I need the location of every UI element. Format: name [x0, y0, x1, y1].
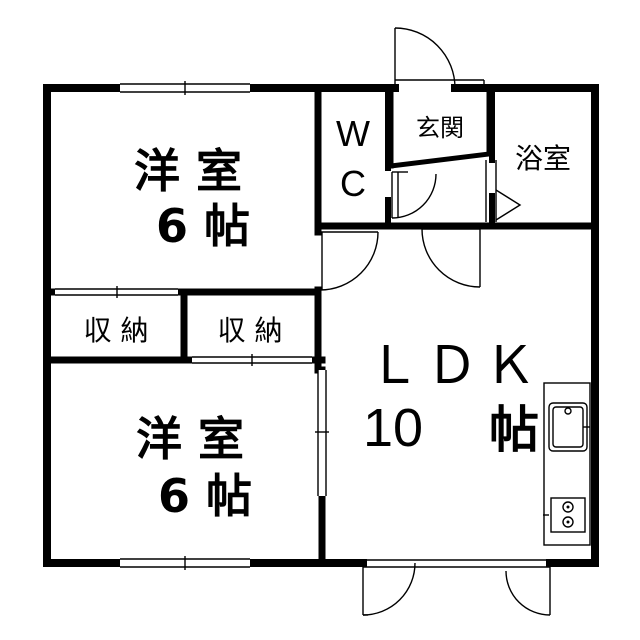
entrance-label: 玄関 — [416, 114, 464, 142]
ldk-name: ＬＤＫ — [368, 337, 542, 395]
closet-right-label: 収 納 — [218, 314, 283, 347]
stove-icon — [543, 497, 586, 533]
western-bottom-name: 洋 室 — [136, 412, 244, 466]
toilet-label-c: C — [340, 163, 366, 204]
window-icon — [55, 81, 550, 570]
western-top-size: 6 帖 — [156, 199, 250, 253]
kitchen-counter — [543, 382, 591, 546]
ldk-size-unit: 帖 — [489, 401, 539, 459]
door-swing-icon — [318, 27, 551, 616]
western-bottom-size: 6 帖 — [158, 469, 252, 523]
western-top-name: 洋 室 — [134, 144, 242, 198]
room-labels: 洋 室 6 帖 洋 室 6 帖 収 納 収 納 W C 玄関 浴室 ＬＤＫ 10… — [84, 113, 571, 523]
toilet-label-w: W — [336, 113, 370, 154]
sink-icon — [548, 402, 590, 452]
bath-label: 浴室 — [515, 142, 571, 175]
closet-left-label: 収 納 — [84, 314, 149, 347]
ldk-size-number: 10 — [363, 398, 423, 458]
